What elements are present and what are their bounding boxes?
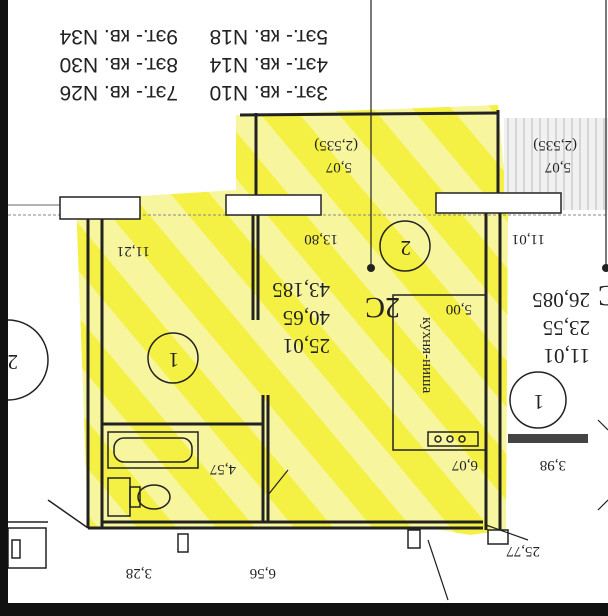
leader-dot: [367, 264, 375, 272]
balcony-area: 5,07: [325, 159, 352, 175]
kitchen-label: кухня-ниша: [419, 317, 435, 394]
room-left-edge-number: 2: [8, 350, 18, 374]
balcony-right-sub: (2,535): [533, 137, 577, 153]
corridor-area: 6,56: [249, 565, 276, 581]
apartment-label: 2С: [365, 291, 400, 324]
window-blocks: [59, 192, 562, 553]
room1-circle: [147, 332, 199, 384]
corner-area: 25,77: [506, 543, 540, 559]
right-area-total-a: 23,55: [543, 316, 590, 340]
area-living: 25,01: [283, 334, 330, 358]
room-right-number: 1: [534, 390, 545, 414]
header-left-1: 3эт.- кв. N10: [210, 81, 328, 104]
area-total-b: 43,185: [272, 278, 330, 302]
header-right-2: 8эт.- кв. N30: [60, 53, 178, 76]
floor-plan-frame: 3эт.- кв. N10 4эт.- кв. N14 5эт.- кв. N1…: [8, 0, 608, 603]
bathtub: [107, 431, 199, 469]
wc-area: 3,28: [126, 565, 152, 581]
leader-dot-right: [602, 264, 608, 272]
hall-area: 6,07: [451, 457, 478, 473]
header-left-3: 5эт.- кв. N18: [210, 25, 328, 48]
apartment-highlight: [76, 105, 508, 535]
room2-circle: [379, 220, 431, 272]
right-hall-area: 3,98: [540, 457, 566, 473]
header-left-2: 4эт.- кв. N14: [209, 53, 328, 76]
right-apartment-letter: С: [598, 279, 608, 312]
room2-number: 2: [401, 236, 412, 260]
toilet: [107, 477, 171, 517]
room1-area: 11,21: [117, 243, 150, 259]
room-right-circle: [509, 371, 567, 429]
room2-area: 13,80: [304, 231, 338, 247]
header-right-3: 9эт.- кв. N34: [59, 25, 178, 48]
kitchen-area: 5,00: [446, 301, 472, 317]
balcony-right-area: 5,07: [544, 159, 571, 175]
kitchen-stove: [427, 431, 479, 447]
leader-lines: [267, 0, 608, 601]
right-hatch-wall: [508, 434, 588, 443]
right-area-total-b: 26,085: [532, 288, 590, 312]
bath-area: 4,57: [209, 461, 236, 477]
right-room-area: 11,01: [512, 231, 545, 247]
floor-plan: 3эт.- кв. N10 4эт.- кв. N14 5эт.- кв. N1…: [8, 0, 608, 601]
area-total-a: 40,65: [283, 306, 330, 330]
balcony-area-sub: (2,535): [314, 137, 358, 153]
walls: [86, 110, 502, 530]
room-left-edge-circle: [8, 319, 49, 401]
left-edge-fragments: [8, 499, 89, 569]
room1-number: 1: [169, 348, 180, 372]
header-right-1: 7эт.- кв. N26: [60, 81, 178, 104]
right-area-living: 11,01: [544, 344, 590, 368]
plan-labels: 3эт.- кв. N10 4эт.- кв. N14 5эт.- кв. N1…: [8, 25, 608, 581]
